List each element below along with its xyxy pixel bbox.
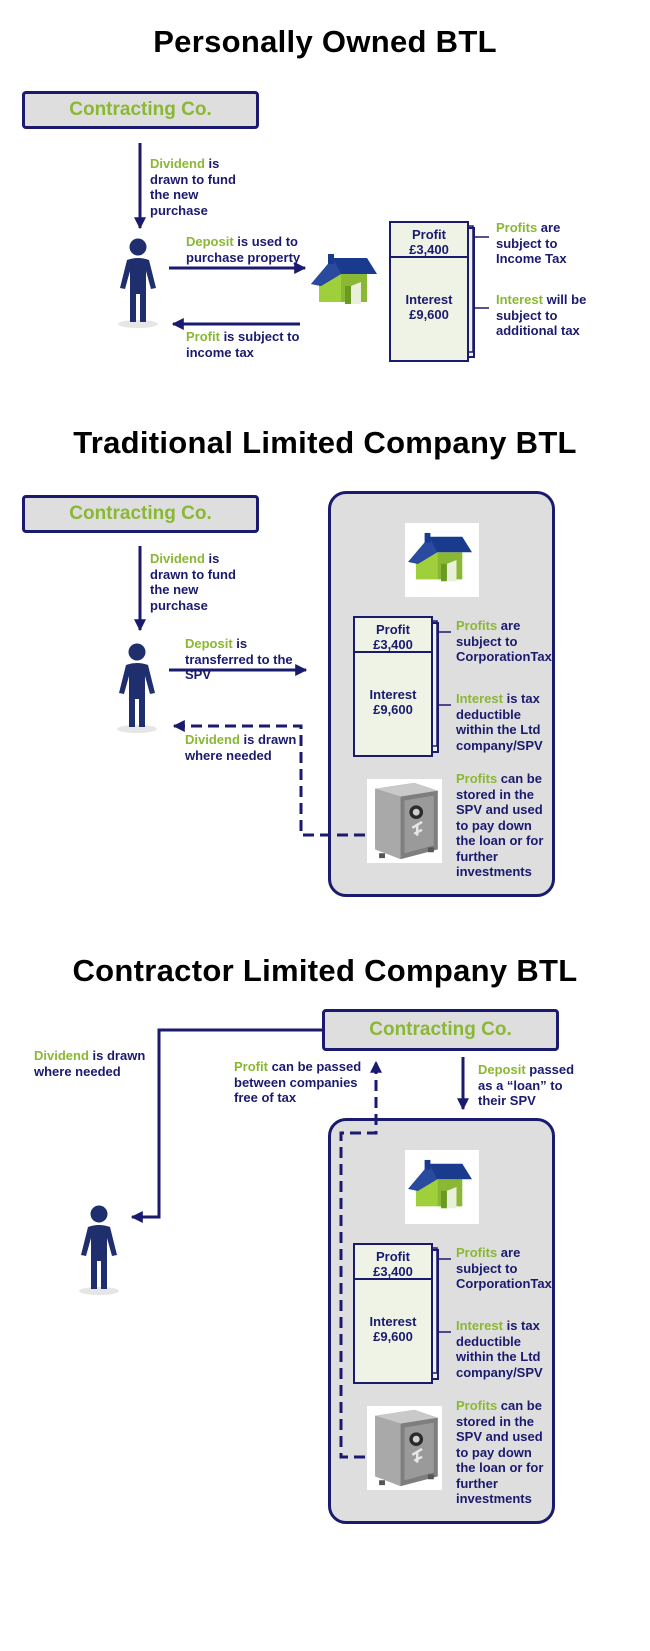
ledger-interest-label: Interest: [369, 1314, 417, 1329]
safe-tile: [367, 779, 442, 863]
ledger-interest-label: Interest: [369, 687, 417, 702]
contracting-co-box: Contracting Co.: [22, 91, 259, 129]
profits-text: are subject to CorporationTax: [456, 1245, 552, 1291]
ledger-profit-value: £3,400: [373, 1264, 413, 1279]
ledger-interest-value: £9,600: [373, 702, 413, 717]
profits-tax-note: Profits are subject to CorporationTax: [456, 1245, 556, 1292]
ledger-profit-label: Profit: [376, 622, 410, 637]
ledger-interest-value: £9,600: [373, 1329, 413, 1344]
ledger-profit-label: Profit: [412, 227, 446, 242]
dividend-keyword: Dividend: [34, 1048, 89, 1063]
safe-tile: [367, 1406, 442, 1490]
profit-keyword: Profit: [234, 1059, 268, 1074]
profits-text: are subject to CorporationTax: [456, 618, 552, 664]
arrow-dividend-back-dashed: [172, 720, 365, 837]
profit-pass-note: Profit can be passed between companies f…: [234, 1059, 364, 1106]
deposit-note: Deposit is used to purchase property: [186, 234, 316, 265]
profit-keyword: Profit: [186, 329, 220, 344]
profit-note: Profit is subject to income tax: [186, 329, 306, 360]
ledger-sheet: Profit £3,400 Interest £9,600: [389, 221, 475, 366]
dividend-text: is drawn where needed: [34, 1048, 146, 1079]
ledger-front-sheet: Profit £3,400 Interest £9,600: [353, 616, 433, 757]
dividend-note: Dividend is drawn to fund the new purcha…: [150, 551, 250, 613]
ledger-divider: [355, 1278, 431, 1280]
arrow-profit-pass-dashed: [339, 1060, 382, 1459]
safe-note: Profits can be stored in the SPV and use…: [456, 771, 551, 880]
safe-text: can be stored in the SPV and used to pay…: [456, 1398, 544, 1506]
ledger-interest-label: Interest: [405, 292, 453, 307]
interest-text: is tax deductible within the Ltd company…: [456, 691, 543, 753]
section-title-traditional-ltd: Traditional Limited Company BTL: [73, 425, 577, 460]
ledger-front-sheet: Profit £3,400 Interest £9,600: [389, 221, 469, 362]
safe-note: Profits can be stored in the SPV and use…: [456, 1398, 551, 1507]
interest-tax-note: Interest is tax deductible within the Lt…: [456, 1318, 551, 1380]
ledger-profit-value: £3,400: [409, 242, 449, 257]
interest-keyword: Interest: [496, 292, 543, 307]
deposit-keyword: Deposit: [478, 1062, 526, 1077]
profits-keyword: Profits: [496, 220, 538, 235]
dividend-keyword: Dividend: [150, 156, 205, 171]
profits-keyword: Profits: [456, 618, 498, 633]
profits-tax-note: Profits are subject to CorporationTax: [456, 618, 556, 665]
ledger-profit-value: £3,400: [373, 637, 413, 652]
dividend-keyword: Dividend: [150, 551, 205, 566]
house-tile: [405, 523, 479, 597]
dividend-keyword: Dividend: [185, 732, 240, 747]
deposit-text: passed as a “loan” to their SPV: [478, 1062, 575, 1108]
interest-keyword: Interest: [456, 1318, 503, 1333]
profits-text: are subject to Income Tax: [496, 220, 567, 266]
interest-keyword: Interest: [456, 691, 503, 706]
dividend-note: Dividend is drawn to fund the new purcha…: [150, 156, 250, 218]
ledger-front-sheet: Profit £3,400 Interest £9,600: [353, 1243, 433, 1384]
contracting-co-box: Contracting Co.: [22, 495, 259, 533]
profits-keyword: Profits: [456, 1245, 498, 1260]
ledger-sheet: Profit £3,400 Interest £9,600: [353, 616, 439, 761]
arrow-dividend-to-person: [130, 1028, 322, 1223]
ledger-divider: [391, 256, 467, 258]
deposit-text: is used to purchase property: [186, 234, 301, 265]
profits-keyword: Profits: [456, 771, 498, 786]
dividend-text: is drawn to fund the new purchase: [150, 156, 236, 218]
deposit-note: Deposit passed as a “loan” to their SPV: [478, 1062, 583, 1109]
ledger-interest-value: £9,600: [409, 307, 449, 322]
interest-text: is tax deductible within the Ltd company…: [456, 1318, 543, 1380]
dividend-drawn-note: Dividend is drawn where needed: [185, 732, 300, 763]
contracting-co-box: Contracting Co.: [322, 1009, 559, 1051]
profit-text: is subject to income tax: [186, 329, 300, 360]
profits-tax-note: Profits are subject to Income Tax: [496, 220, 606, 267]
ledger-divider: [355, 651, 431, 653]
bracket-ledger: [433, 620, 438, 747]
safe-text: can be stored in the SPV and used to pay…: [456, 771, 544, 879]
ledger-profit-label: Profit: [376, 1249, 410, 1264]
bracket-ledger: [468, 225, 474, 353]
section-title-contractor-ltd: Contractor Limited Company BTL: [72, 953, 578, 988]
dividend-note: Dividend is drawn where needed: [34, 1048, 149, 1079]
profit-pass-text: can be passed between companies free of …: [234, 1059, 362, 1105]
interest-tax-note: Interest will be subject to additional t…: [496, 292, 606, 339]
profits-keyword: Profits: [456, 1398, 498, 1413]
deposit-keyword: Deposit: [185, 636, 233, 651]
deposit-note: Deposit is transferred to the SPV: [185, 636, 315, 683]
house-tile: [405, 1150, 479, 1224]
section-title-personally-owned: Personally Owned BTL: [153, 24, 497, 59]
bracket-ledger: [433, 1247, 438, 1374]
dividend-text: is drawn where needed: [185, 732, 297, 763]
ledger-sheet: Profit £3,400 Interest £9,600: [353, 1243, 439, 1388]
interest-text: will be subject to additional tax: [496, 292, 587, 338]
deposit-keyword: Deposit: [186, 234, 234, 249]
dividend-text: is drawn to fund the new purchase: [150, 551, 236, 613]
interest-tax-note: Interest is tax deductible within the Lt…: [456, 691, 551, 753]
